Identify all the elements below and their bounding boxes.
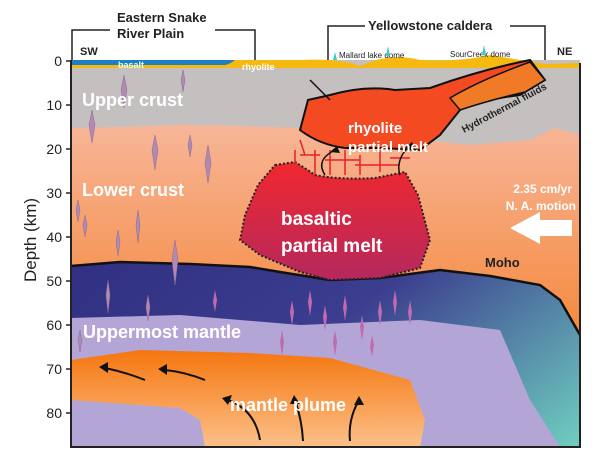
tick-50: 50 <box>46 273 62 289</box>
esrp-label-line1: Eastern Snake <box>117 10 207 25</box>
caldera-bracket <box>327 25 546 60</box>
tick-20: 20 <box>46 141 62 157</box>
basaltic-partial-melt <box>238 160 432 282</box>
lower-crust-label: Lower crust <box>82 180 184 200</box>
rhyolite-label: rhyolite <box>242 62 275 72</box>
motion-label: N. A. motion <box>506 199 576 213</box>
vent-icons <box>333 45 486 60</box>
plot-frame <box>70 60 581 448</box>
tick-40: 40 <box>46 229 62 245</box>
na-motion-arrow <box>510 212 572 244</box>
esrp-label-line2: River Plain <box>117 26 184 41</box>
moho-label: Moho <box>485 255 520 270</box>
rhyolite-melt-label-2: partial melt <box>348 139 428 156</box>
sourcreek-dome-label: SourCreek dome <box>450 50 511 59</box>
upper-crust-label: Upper crust <box>82 90 183 110</box>
tick-30: 30 <box>46 185 62 201</box>
hydrothermal-fluids-body <box>448 61 547 111</box>
basaltic-melt-label-2: partial melt <box>281 236 383 257</box>
mantle-melt-streaks <box>213 290 412 357</box>
axis-label: Depth (km) <box>21 198 40 282</box>
tick-60: 60 <box>46 317 62 333</box>
mantle-plume-label: mantle plume <box>230 395 346 415</box>
esrp-bracket <box>71 29 256 60</box>
ne-label: NE <box>557 46 572 58</box>
basaltic-melt-label-1: basaltic <box>281 209 352 230</box>
basalt-surface <box>71 60 235 65</box>
mallard-dome-label: Mallard lake dome <box>339 51 405 60</box>
tick-10: 10 <box>46 97 62 113</box>
mantle-plume <box>71 350 425 447</box>
uppermost-mantle-label: Uppermost mantle <box>83 322 241 342</box>
rhyolite-melt-label-1: rhyolite <box>348 120 402 137</box>
plume-flow-arrows <box>104 367 359 442</box>
sw-label: SW <box>80 46 98 58</box>
tick-70: 70 <box>46 361 62 377</box>
axis-ticks <box>66 60 71 414</box>
caldera-label: Yellowstone caldera <box>368 18 493 33</box>
plume-arrow-heads <box>99 362 364 405</box>
tick-0: 0 <box>54 53 62 69</box>
arrow-heads <box>330 142 415 153</box>
motion-rate-label: 2.35 cm/yr <box>513 182 572 196</box>
melt-dikes <box>75 69 212 353</box>
basalt-label: basalt <box>118 60 144 70</box>
tick-80: 80 <box>46 405 62 421</box>
